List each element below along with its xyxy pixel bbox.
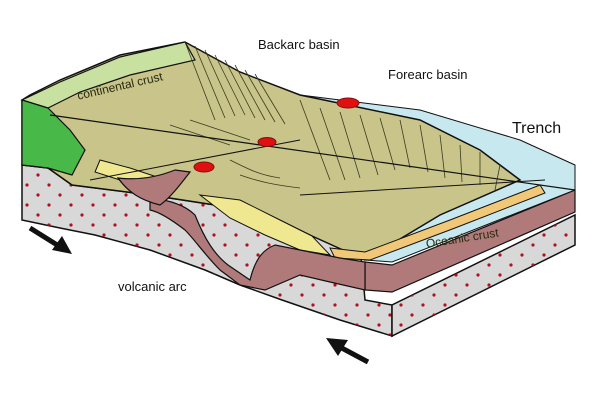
- volcano-icon: [257, 137, 277, 147]
- volcano-icon: [336, 97, 360, 109]
- label-forearc-basin: Forearc basin: [388, 67, 468, 82]
- forearc-line: [299, 179, 546, 196]
- forest-slope: [21, 99, 86, 176]
- sediment-wedge: [198, 194, 332, 256]
- arrow-left-icon: [326, 338, 370, 365]
- terrain-hatching: [169, 41, 501, 191]
- label-volcanic-arc: volcanic arc: [118, 279, 187, 294]
- arrow-right-icon: [28, 225, 72, 254]
- label-backarc-basin: Backarc basin: [258, 37, 340, 52]
- label-trench: Trench: [512, 120, 562, 137]
- continental-crust-band: [20, 41, 196, 109]
- volcano-icon: [193, 161, 215, 173]
- magma-conduit: [149, 197, 366, 291]
- arc-root: [116, 169, 192, 206]
- mantle-right-dots: [392, 215, 575, 336]
- slab-surface-line: [49, 114, 576, 191]
